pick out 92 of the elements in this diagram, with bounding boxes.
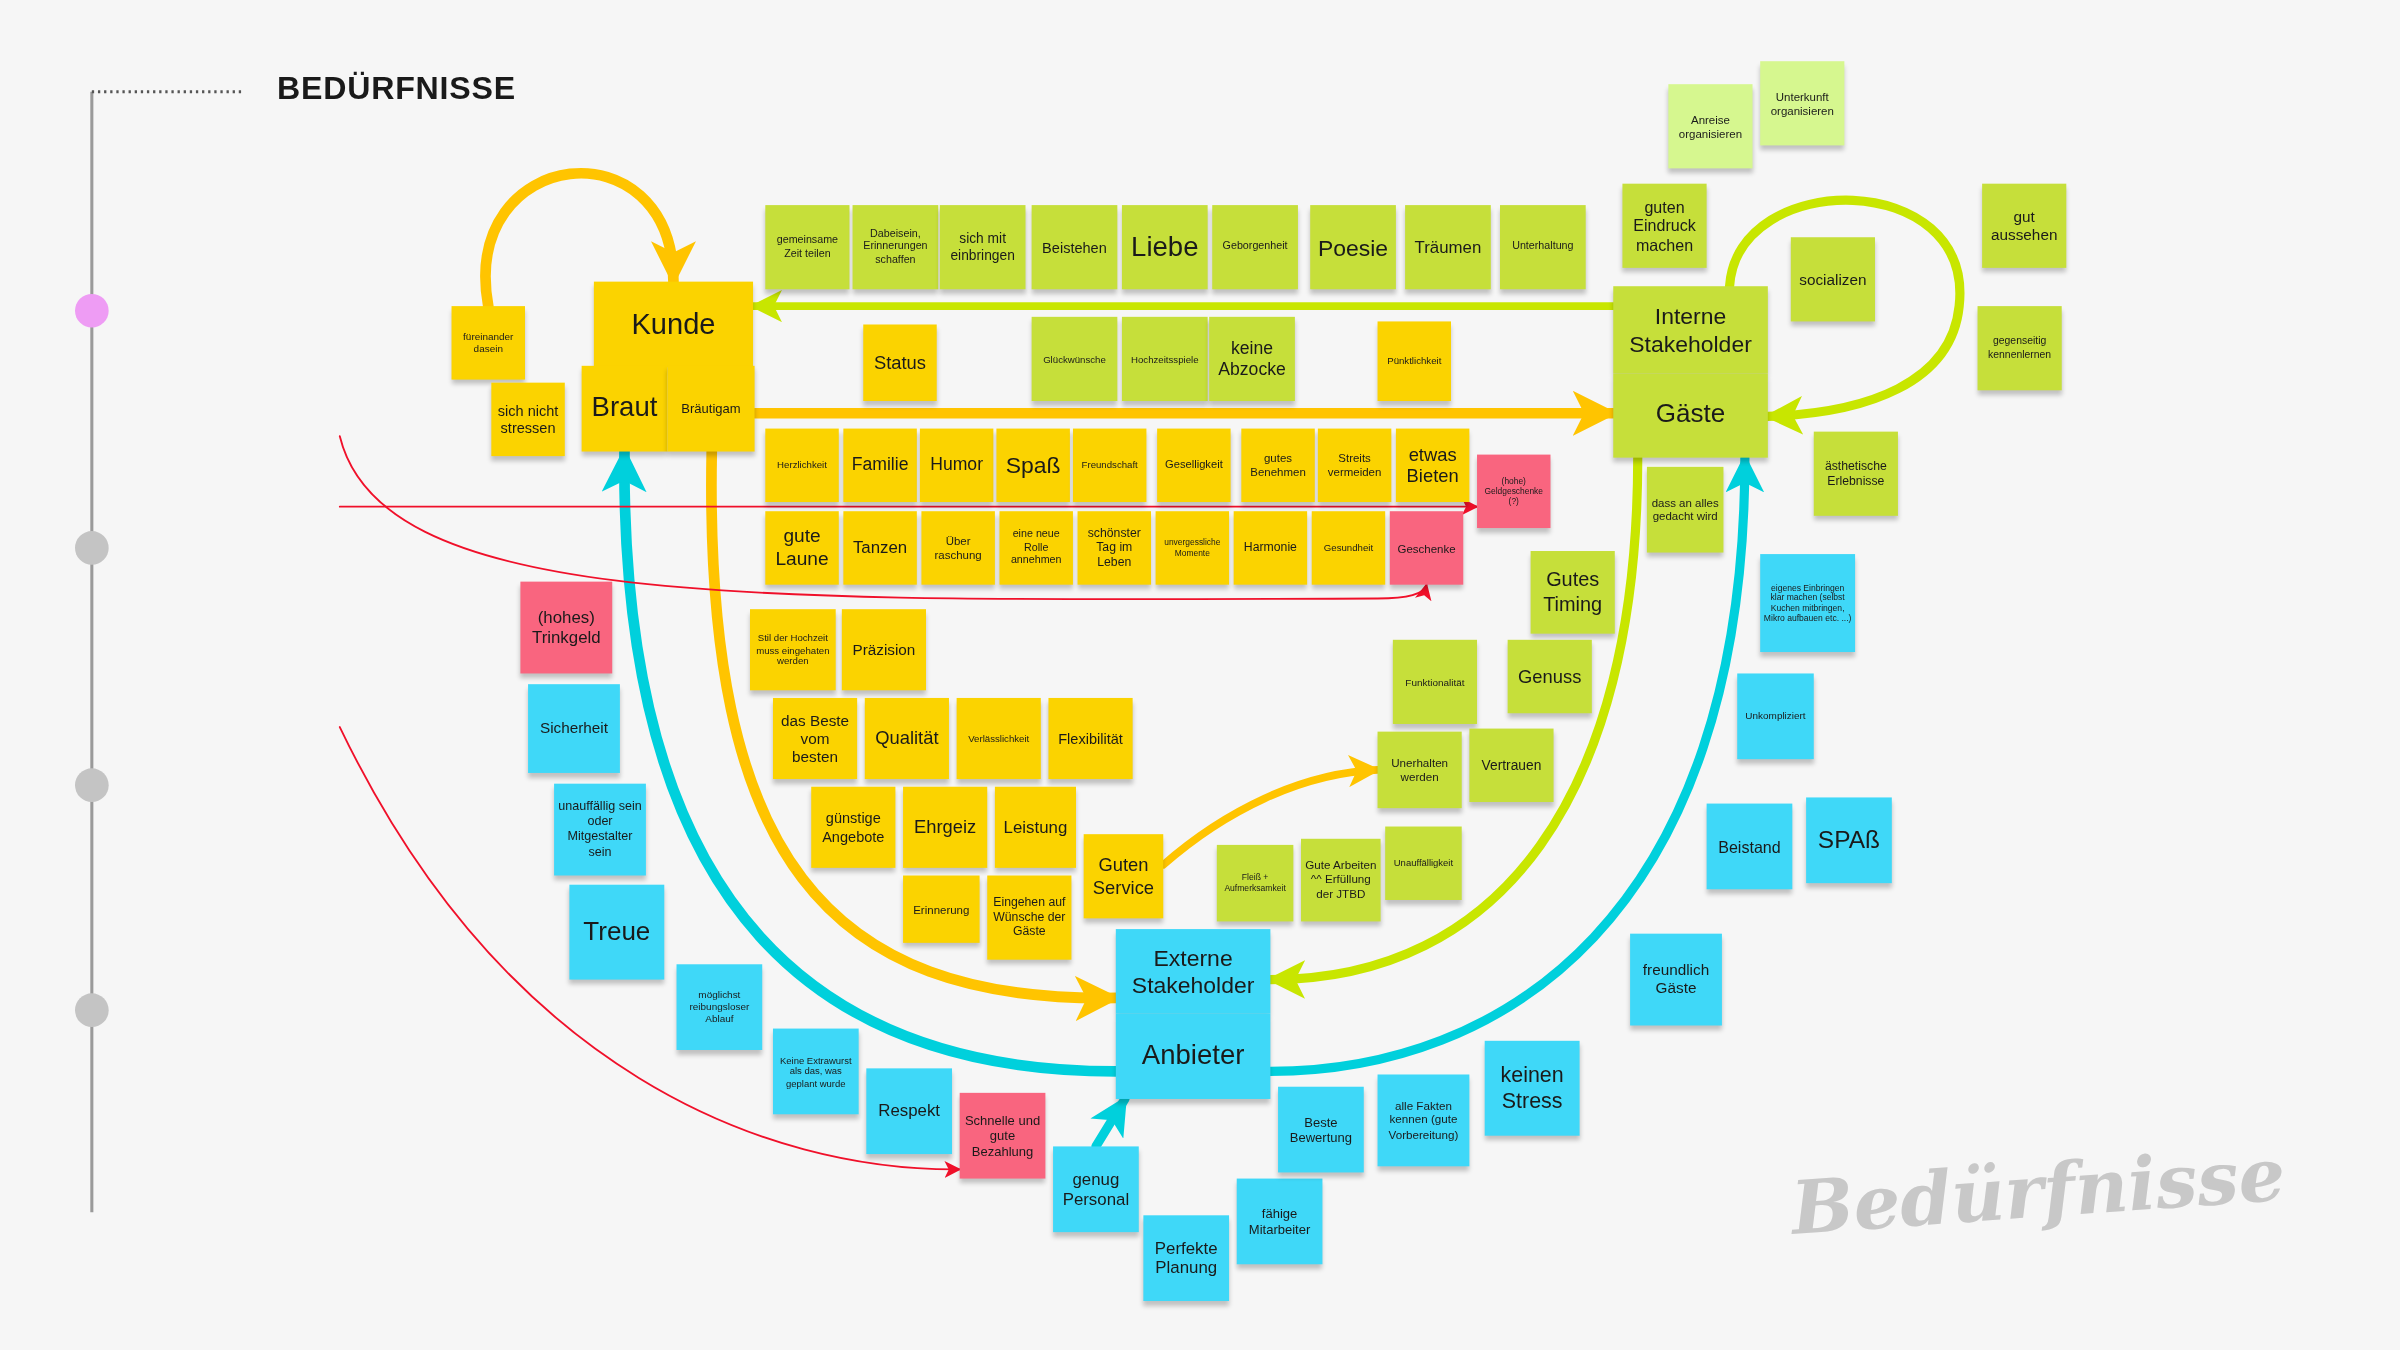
sticky-note: socializen <box>1790 237 1875 322</box>
arrow <box>338 435 1430 602</box>
sticky-note: keinen Stress <box>1484 1040 1580 1136</box>
sticky-note: unvergessliche Momente <box>1155 511 1230 585</box>
sticky-note: Gutes Timing <box>1530 551 1615 634</box>
sticky-note: möglichst reibungsloser Ablauf <box>676 964 763 1050</box>
sticky-note: keine Abzocke <box>1209 316 1295 401</box>
sticky-note: Anbieter <box>1115 1013 1271 1099</box>
sticky-note: Geborgenheit <box>1212 205 1298 290</box>
sticky-note: Humor <box>919 428 994 503</box>
sticky-note: alle Fakten kennen (gute Vorbereitung) <box>1377 1074 1470 1167</box>
sticky-note: günstige Angebote <box>811 786 896 868</box>
sticky-note: Leistung <box>994 786 1076 868</box>
sticky-note: Verlässlichkeit <box>956 697 1041 780</box>
sticky-note: Braut <box>581 365 668 452</box>
sticky-note: sich mit einbringen <box>939 205 1026 290</box>
sticky-note: Gesundheit <box>1311 511 1386 585</box>
sticky-note: Qualität <box>864 697 949 780</box>
sticky-note: Respekt <box>866 1068 953 1155</box>
sticky-note: (hohes) Trinkgeld <box>520 581 613 674</box>
sticky-note: Über raschung <box>921 511 995 585</box>
sticky-note: unauffällig sein oder Mitgestalter sein <box>554 783 646 876</box>
sticky-note: Erinnerung <box>903 875 980 943</box>
sticky-note: eigenes Einbringen klar machen (selbst Kuchen mitbringen, Mikro aufbauen etc. ...) <box>1760 554 1856 653</box>
sticky-note: das Beste vom besten <box>772 697 858 780</box>
sticky-note: guten Eindruck machen <box>1622 183 1707 268</box>
sticky-note: Fleiß + Aufmerksamkeit <box>1216 844 1294 922</box>
sticky-note: Unauffälligkeit <box>1385 826 1462 900</box>
sticky-note: schönster Tag im Leben <box>1077 511 1151 585</box>
sticky-note: Funktionalität <box>1392 639 1478 724</box>
sticky-note: eine neue Rolle annehmen <box>999 511 1073 585</box>
sticky-note: Bräutigam <box>667 365 755 452</box>
sticky-note: Unterkunft organisieren <box>1760 61 1845 146</box>
sticky-note: füreinander dasein <box>451 306 525 380</box>
sticky-note: genug Personal <box>1053 1146 1139 1233</box>
sticky-note: (hohe) Geldgeschenke (?) <box>1477 454 1551 529</box>
sticky-note: Streits vermeiden <box>1317 428 1392 503</box>
sticky-note: Unkompliziert <box>1737 673 1814 760</box>
sticky-note: Pünktlichkeit <box>1377 321 1451 401</box>
sticky-note: dass an alles gedacht wird <box>1646 466 1724 553</box>
sticky-note: Treue <box>569 884 665 980</box>
sticky-note: Unterhaltung <box>1500 205 1586 290</box>
sticky-note: Spaß <box>996 428 1070 503</box>
sticky-note: Hochzeitsspiele <box>1121 316 1208 401</box>
sticky-note: Herzlichkeit <box>765 428 839 503</box>
sticky-note: Guten Service <box>1083 834 1164 919</box>
sticky-note: Freundschaft <box>1072 428 1147 503</box>
sticky-note: gemeinsame Zeit teilen <box>765 205 850 290</box>
sticky-note: Gäste <box>1613 373 1768 458</box>
sticky-note: Ehrgeiz <box>903 786 988 868</box>
sticky-note: Externe Stakeholder <box>1115 929 1271 1014</box>
sticky-note: Flexibilität <box>1048 697 1133 780</box>
sticky-note: Gute Arbeiten ^^ Erfüllung der JTBD <box>1301 838 1381 922</box>
sticky-note: Genuss <box>1507 639 1592 714</box>
sticky-note: Keine Extrawurst als das, was geplant wurde <box>772 1028 859 1115</box>
sticky-note: Perfekte Planung <box>1143 1215 1230 1301</box>
sticky-note: SPAß <box>1806 797 1892 884</box>
sticky-note: Tanzen <box>843 511 917 585</box>
sticky-note: Stil der Hochzeit muss eingehaten werden <box>750 609 836 691</box>
sticky-note: Liebe <box>1121 205 1208 290</box>
arrow <box>1725 195 1964 434</box>
sticky-note: Beste Bewertung <box>1278 1086 1364 1173</box>
sticky-note: gute Laune <box>765 511 839 585</box>
sticky-note: Schnelle und gute Bezahlung <box>959 1092 1046 1179</box>
sticky-note: Träumen <box>1405 205 1491 290</box>
sticky-note: gegenseitig kennenlernen <box>1977 306 2062 391</box>
sticky-note: Poesie <box>1310 205 1396 290</box>
sticky-note: Sicherheit <box>528 684 620 773</box>
heading: BEDÜRFNISSE <box>277 70 516 108</box>
sticky-note: freundlich Gäste <box>1630 933 1722 1026</box>
sticky-note: Geschenke <box>1389 511 1464 585</box>
sticky-note: sich nicht stressen <box>491 382 565 457</box>
sticky-note: Status <box>863 324 937 401</box>
sticky-note: etwas Bieten <box>1395 428 1470 503</box>
sticky-note: Familie <box>843 428 917 503</box>
sticky-note: Dabeisein, Erinnerungen schaffen <box>852 205 939 290</box>
sticky-note: Harmonie <box>1233 511 1308 585</box>
sticky-note: gut aussehen <box>1982 183 2067 268</box>
sticky-note: Präzision <box>841 609 926 691</box>
sticky-note: Kunde <box>593 281 754 368</box>
sticky-note: fähige Mitarbeiter <box>1236 1178 1323 1265</box>
sticky-note: Anreise organisieren <box>1668 84 1753 169</box>
sticky-note: Geselligkeit <box>1157 428 1231 503</box>
sticky-note: Beistehen <box>1031 205 1118 290</box>
sticky-note: Eingehen auf Wünsche der Gäste <box>987 875 1072 960</box>
sticky-note: Beistand <box>1706 803 1793 890</box>
sticky-note: Vertrauen <box>1469 728 1554 803</box>
sticky-note: gutes Benehmen <box>1241 428 1315 503</box>
sticky-note: ästhetische Erlebnisse <box>1813 431 1898 516</box>
sticky-note: Unerhalten werden <box>1377 731 1462 809</box>
sticky-note: Glückwünsche <box>1031 316 1118 401</box>
sticky-note: Interne Stakeholder <box>1613 286 1768 374</box>
